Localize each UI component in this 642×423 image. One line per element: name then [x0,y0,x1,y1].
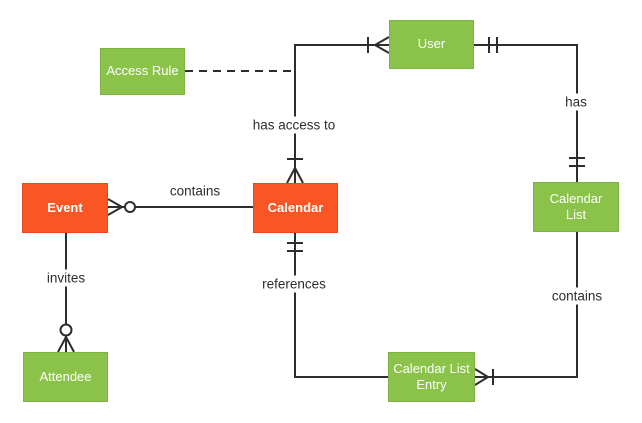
connector-has-user-calendar-list [474,37,585,182]
connector-contains-event-calendar [107,198,253,216]
relationship-label-contains-event-calendar: contains [165,182,225,200]
entity-access-rule[interactable]: Access Rule [100,48,185,95]
double-tick-icon [569,157,585,167]
double-tick-icon [488,37,498,53]
entity-calendar-list[interactable]: Calendar List [533,182,619,232]
relationship-label-references: references [258,275,330,293]
entity-calendar-list-entry-label: Calendar List Entry [393,360,470,392]
relationship-label-has-access-to: has access to [248,116,340,134]
crows-foot-icon [286,167,304,184]
relationship-label-has: has [561,93,591,111]
entity-calendar-list-entry[interactable]: Calendar List Entry [388,352,475,402]
connector-references [287,233,388,378]
entity-calendar[interactable]: Calendar [253,183,338,233]
entity-event[interactable]: Event [22,183,108,233]
double-tick-icon [287,242,303,252]
crows-foot-icon [374,36,390,54]
connector-has-access-to [286,36,390,184]
entity-calendar-list-label: Calendar List [549,190,603,222]
zero-circle-icon [124,201,136,213]
connector-invites-event-attendee [57,233,75,353]
entity-access-rule-label: Access Rule [106,63,179,79]
entity-event-label: Event [47,199,83,215]
entity-calendar-label: Calendar [267,199,324,215]
crows-foot-icon [474,368,489,386]
entity-user[interactable]: User [389,20,474,69]
entity-user-label: User [417,36,446,52]
crows-foot-icon [57,336,75,353]
zero-circle-icon [59,323,73,337]
relationship-label-invites: invites [42,269,90,287]
entity-attendee-label: Attendee [39,368,92,384]
relationship-label-contains-list-entry: contains [547,287,607,305]
connector-contains-list-entry [474,232,578,386]
crows-foot-icon [107,198,123,216]
entity-attendee[interactable]: Attendee [23,352,108,402]
